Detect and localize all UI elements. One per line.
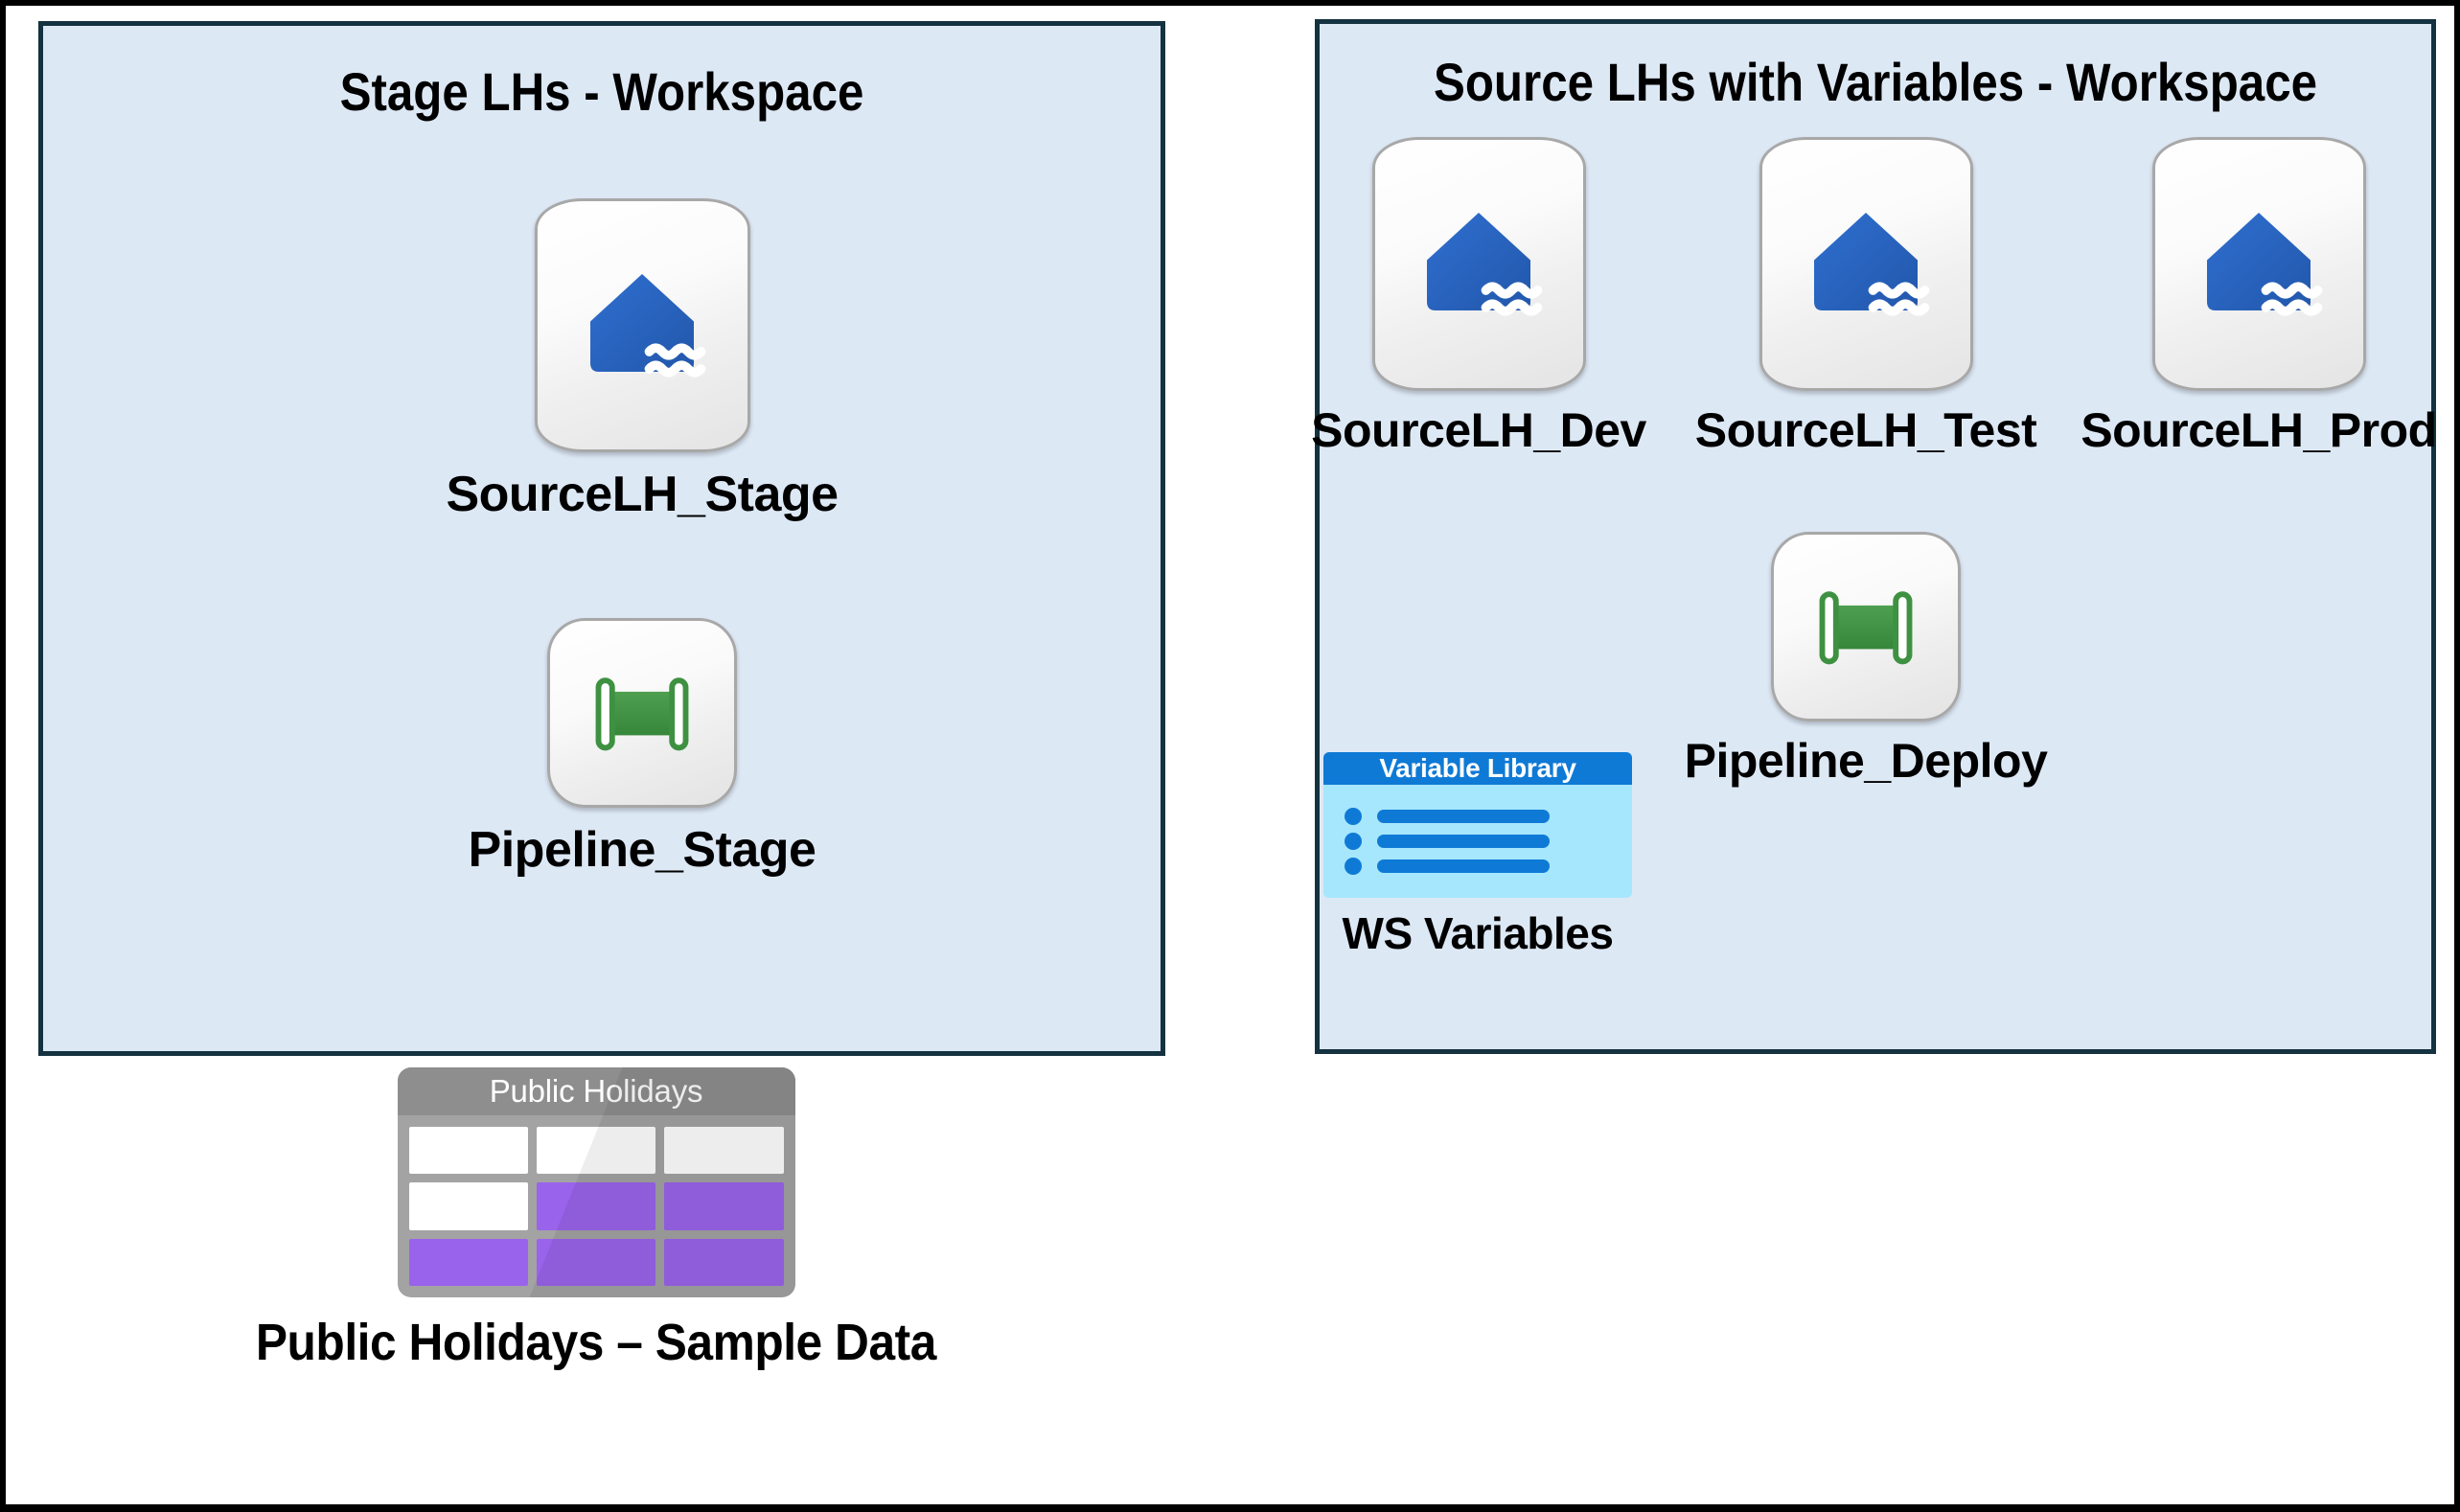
node-label-pipeline-deploy: Pipeline_Deploy — [1684, 734, 2048, 788]
lakehouse-icon — [2151, 137, 2366, 391]
variable-bar — [1377, 859, 1550, 873]
node-pipeline-stage[interactable]: Pipeline_Stage — [469, 618, 816, 879]
node-label-sourcelh-dev: SourceLH_Dev — [1311, 403, 1646, 457]
pipeline-icon — [547, 618, 737, 808]
table-cell — [664, 1127, 784, 1175]
node-sourcelh-prod[interactable]: SourceLH_Prod — [2081, 137, 2437, 458]
node-label-sourcelh-test: SourceLH_Test — [1694, 403, 2037, 457]
node-sourcelh-stage[interactable]: SourceLH_Stage — [446, 198, 839, 523]
table-cell — [408, 1182, 528, 1230]
node-label-sourcelh-stage: SourceLH_Stage — [446, 467, 839, 522]
node-ws-variables[interactable]: Variable Library WS Varia — [1323, 752, 1632, 959]
variable-library-row — [1345, 833, 1611, 850]
bullet-dot-icon — [1345, 833, 1362, 850]
bullet-dot-icon — [1345, 808, 1362, 825]
node-public-holidays[interactable]: Public Holidays Public Holidays – Sample… — [232, 1067, 960, 1372]
workspace-panel-stage: Stage LHs - Workspace — [38, 21, 1165, 1056]
variable-library-header: Variable Library — [1323, 752, 1632, 785]
node-sourcelh-test[interactable]: SourceLH_Test — [1695, 137, 2037, 458]
node-label-sourcelh-prod: SourceLH_Prod — [2081, 403, 2437, 457]
panel-title-stage: Stage LHs - Workspace — [339, 61, 864, 122]
lakehouse-icon — [1759, 137, 1973, 391]
workspace-panel-source: Source LHs with Variables - Workspace So… — [1311, 19, 2437, 1054]
table-cell — [408, 1238, 528, 1286]
diagram-canvas: Stage LHs - Workspace — [6, 6, 2454, 1504]
table-cell — [408, 1127, 528, 1175]
pipeline-icon — [1771, 532, 1961, 722]
node-pipeline-deploy[interactable]: Pipeline_Deploy — [1685, 532, 2048, 789]
variable-library-row — [1345, 858, 1611, 875]
panel-title-source: Source LHs with Variables - Workspace — [1433, 52, 2318, 112]
table-cell — [664, 1182, 784, 1230]
lakehouse-icon — [1371, 137, 1586, 391]
variable-library-row — [1345, 808, 1611, 825]
table-icon: Public Holidays — [397, 1067, 795, 1297]
variable-bar — [1377, 835, 1550, 848]
lakehouse-icon — [534, 198, 750, 452]
table-cell — [664, 1238, 784, 1286]
node-sourcelh-dev[interactable]: SourceLH_Dev — [1311, 137, 1646, 458]
bullet-dot-icon — [1345, 858, 1362, 875]
table-header: Public Holidays — [397, 1067, 795, 1115]
variable-library-icon: Variable Library — [1323, 752, 1632, 898]
table-cell — [536, 1127, 656, 1175]
table-cell — [536, 1182, 656, 1230]
variable-bar — [1377, 810, 1550, 823]
table-cell — [536, 1238, 656, 1286]
node-label-pipeline-stage: Pipeline_Stage — [468, 822, 816, 878]
node-label-ws-variables: WS Variables — [1342, 908, 1614, 958]
node-label-public-holidays: Public Holidays – Sample Data — [255, 1314, 937, 1371]
